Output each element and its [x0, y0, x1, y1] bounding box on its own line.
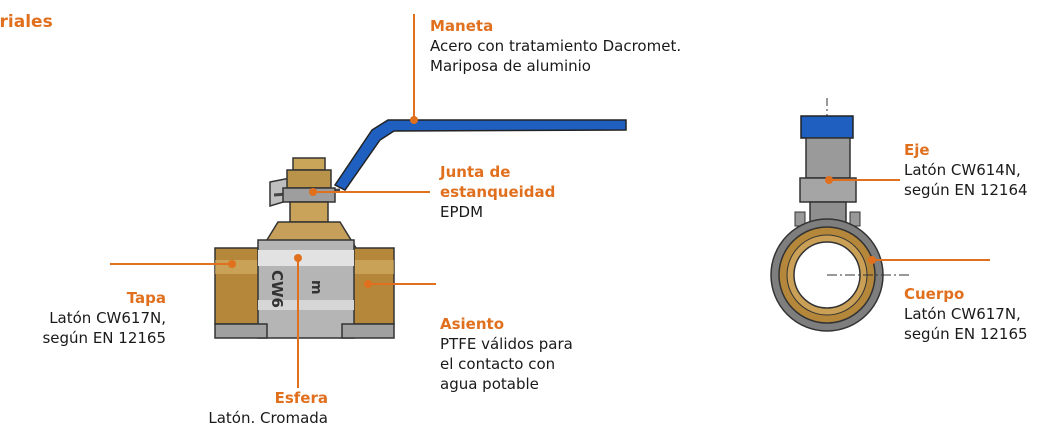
body-marking: CW6 [268, 270, 286, 308]
handle-lever [333, 119, 627, 191]
label-tapa: Tapa Latón CW617N, según EN 12165 [10, 288, 166, 348]
leader-dots [228, 116, 876, 288]
label-eje-line: Latón CW614N, [904, 161, 1021, 179]
label-maneta: Maneta Acero con tratamiento Dacromet. M… [430, 16, 681, 76]
label-maneta-line: Mariposa de aluminio [430, 57, 591, 75]
body-marking-logo: m [308, 280, 324, 295]
label-esfera: Esfera Latón. Cromada [120, 388, 328, 428]
label-cuerpo-line: Latón CW617N, [904, 305, 1021, 323]
label-asiento-line: PTFE válidos para [440, 335, 573, 353]
label-eje: Eje Latón CW614N, según EN 12164 [904, 140, 1028, 200]
stem-nut [286, 169, 332, 189]
label-cuerpo: Cuerpo Latón CW617N, según EN 12165 [904, 284, 1028, 344]
label-junta-line: EPDM [440, 203, 484, 221]
leader-lines [110, 14, 990, 388]
label-junta-title: Junta de [440, 163, 511, 181]
label-maneta-title: Maneta [430, 17, 494, 35]
section-heading: eriales [0, 12, 53, 32]
label-cuerpo-line: según EN 12165 [904, 325, 1028, 343]
label-asiento-title: Asiento [440, 315, 505, 333]
label-asiento-line: agua potable [440, 375, 539, 393]
label-esfera-title: Esfera [274, 389, 328, 407]
label-maneta-line: Acero con tratamiento Dacromet. [430, 37, 682, 55]
chrome-lower-right [341, 323, 395, 339]
label-esfera-line: Latón. Cromada [208, 409, 328, 427]
label-tapa-title: Tapa [126, 289, 166, 307]
label-junta: Junta de estanqueidad EPDM [440, 162, 555, 222]
label-tapa-line: según EN 12165 [42, 329, 166, 347]
label-junta-title: estanqueidad [440, 183, 556, 201]
chrome-lower-left [214, 323, 268, 339]
label-asiento: Asiento PTFE válidos para el contacto co… [440, 314, 573, 394]
label-eje-line: según EN 12164 [904, 181, 1028, 199]
label-cuerpo-title: Cuerpo [904, 285, 965, 303]
stem-nut-top [292, 157, 326, 171]
front-stem-upper [805, 137, 851, 179]
stem-gland [289, 201, 329, 223]
stem-washer [282, 187, 336, 203]
front-handle-cap [800, 115, 854, 139]
label-asiento-line: el contacto con [440, 355, 556, 373]
label-eje-title: Eje [904, 141, 930, 159]
label-tapa-line: Latón CW617N, [49, 309, 166, 327]
